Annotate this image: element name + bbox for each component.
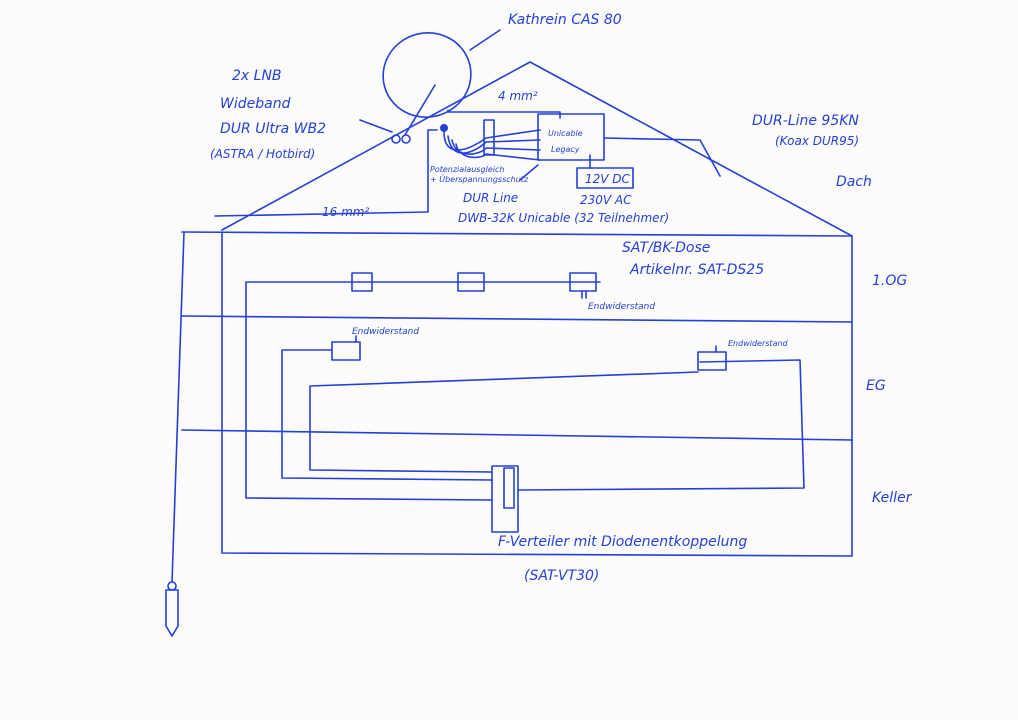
ground-wire: [171, 231, 185, 583]
roof-outline: [221, 61, 853, 237]
cable-16mm-label: 16 mm²: [322, 205, 369, 219]
coax-line-to-house: [519, 164, 539, 181]
splitter-box: [491, 465, 519, 533]
floor-line-og: [181, 315, 853, 323]
socket-article: Artikelnr. SAT-DS25: [629, 262, 764, 278]
cable-4mm-label: 4 mm²: [498, 89, 538, 103]
lnb-label: (ASTRA / Hotbird): [210, 147, 315, 161]
multiswitch-label: Unicable: [548, 129, 583, 138]
lnb-label: Wideband: [220, 96, 291, 112]
terminator-label: Endwiderstand: [588, 302, 655, 312]
floor-label-dach: Dach: [836, 174, 872, 190]
ground-point: [440, 124, 448, 132]
lnb-icon: [391, 134, 401, 144]
ground-clamp: [167, 581, 177, 591]
lnb-icon: [401, 134, 411, 144]
psu-label: 12V DC: [585, 172, 631, 186]
psu-box: [576, 167, 634, 189]
socket-label: SAT/BK-Dose: [622, 240, 710, 256]
ground-rod-icon: [165, 589, 179, 637]
coax-label: DUR-Line 95KN: [752, 113, 859, 129]
floor-label-eg: EG: [866, 378, 886, 394]
socket-og-3: [569, 272, 597, 292]
lnb-label: DUR Ultra WB2: [220, 121, 326, 137]
floor-line-eg: [181, 429, 853, 441]
grounding-block: [483, 119, 495, 156]
eg-cable-left: [281, 349, 493, 481]
grounding-label: + Überspannungsschutz: [430, 174, 529, 184]
eg-cable-right: [309, 359, 805, 491]
cable-16mm: [214, 129, 438, 217]
switch-model: DWB-32K Unicable (32 Teilnehmer): [458, 211, 669, 225]
psu-wire: [589, 137, 721, 177]
mains-label: 230V AC: [580, 193, 632, 207]
dish-icon: [382, 32, 472, 118]
switch-brand: DUR Line: [463, 191, 518, 205]
splitter-model: (SAT-VT30): [524, 568, 599, 584]
coax-bundle: [443, 129, 541, 161]
coax-label: (Koax DUR95): [775, 134, 859, 148]
terminator-og: [581, 290, 587, 299]
cable-4mm: [447, 109, 561, 119]
terminator-label: Endwiderstand: [728, 339, 789, 348]
socket-eg-1: [331, 341, 361, 361]
floor-label-og: 1.OG: [872, 273, 907, 289]
splitter-label: F-Verteiler mit Diodenentkoppelung: [498, 534, 747, 550]
multiswitch-label: Legacy: [551, 145, 580, 154]
socket-eg-2: [697, 351, 727, 371]
og-cable: [245, 281, 601, 501]
socket-og-2: [457, 272, 485, 292]
dish-label: Kathrein CAS 80: [508, 12, 622, 28]
socket-og-1: [351, 272, 373, 292]
terminator-label: Endwiderstand: [352, 327, 419, 337]
house-outline: [181, 231, 853, 557]
multiswitch-box: [537, 113, 605, 161]
splitter-inner: [503, 467, 515, 509]
lnb-label: 2x LNB: [232, 68, 282, 84]
floor-label-keller: Keller: [872, 490, 913, 506]
dish-arm: [404, 29, 501, 136]
lnb-pointer: [359, 119, 393, 133]
grounding-label: Potenzialausgleich: [430, 165, 504, 174]
